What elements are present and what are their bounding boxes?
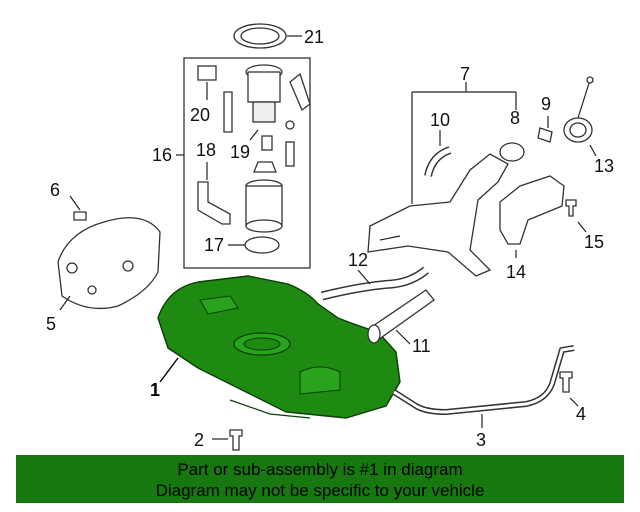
part-1-fuel-tank[interactable] — [157, 275, 401, 419]
label-8: 8 — [510, 108, 520, 128]
part-pump-filter — [245, 179, 283, 233]
part-17-o-ring — [228, 236, 280, 254]
label-5: 5 — [46, 314, 56, 334]
label-14: 14 — [506, 262, 526, 282]
part-15-screw — [565, 199, 587, 233]
label-17: 17 — [204, 235, 224, 255]
label-10: 10 — [430, 110, 450, 130]
parts-diagram: 21 16 20 19 18 17 — [46, 23, 614, 451]
part-12-hose — [320, 266, 429, 301]
part-10-hose — [424, 130, 452, 177]
label-13: 13 — [594, 156, 614, 176]
banner-line-2: Diagram may not be specific to your vehi… — [155, 481, 485, 500]
label-15: 15 — [584, 232, 604, 252]
label-9: 9 — [541, 94, 551, 114]
part-6-bolt — [69, 195, 87, 221]
part-18-level-sender — [197, 162, 231, 225]
part-filler-pipe — [367, 142, 525, 277]
part-4-bolt — [559, 371, 579, 407]
fuel-pump-group-box — [183, 57, 311, 269]
part-5-heat-shield — [57, 217, 161, 311]
info-banner: Part or sub-assembly is #1 in diagram Di… — [16, 455, 624, 503]
label-18: 18 — [196, 140, 216, 160]
part-13-fuel-cap — [563, 76, 597, 157]
part-11-filler-hose — [367, 289, 435, 345]
part-7-callout — [411, 82, 517, 204]
label-16: 16 — [152, 145, 172, 165]
part-14-filler-housing — [499, 175, 565, 258]
label-2: 2 — [194, 430, 204, 450]
label-20: 20 — [190, 105, 210, 125]
label-1: 1 — [150, 380, 160, 400]
label-11: 11 — [412, 336, 431, 356]
label-4: 4 — [576, 404, 586, 424]
label-7: 7 — [460, 64, 470, 84]
part-2-bolt — [212, 429, 243, 451]
pump-small-parts — [253, 120, 295, 173]
part-9-bolt — [537, 116, 553, 143]
banner-line-1: Part or sub-assembly is #1 in diagram — [177, 460, 463, 479]
label-6: 6 — [50, 180, 60, 200]
label-21: 21 — [304, 27, 324, 47]
label-3: 3 — [476, 430, 486, 450]
part-20-connector — [197, 65, 217, 100]
label-19: 19 — [230, 142, 250, 162]
part-19-pump-module — [223, 64, 311, 141]
part-21-gasket — [233, 23, 302, 49]
part-3-tank-strap — [392, 345, 575, 428]
label-12: 12 — [348, 250, 368, 270]
